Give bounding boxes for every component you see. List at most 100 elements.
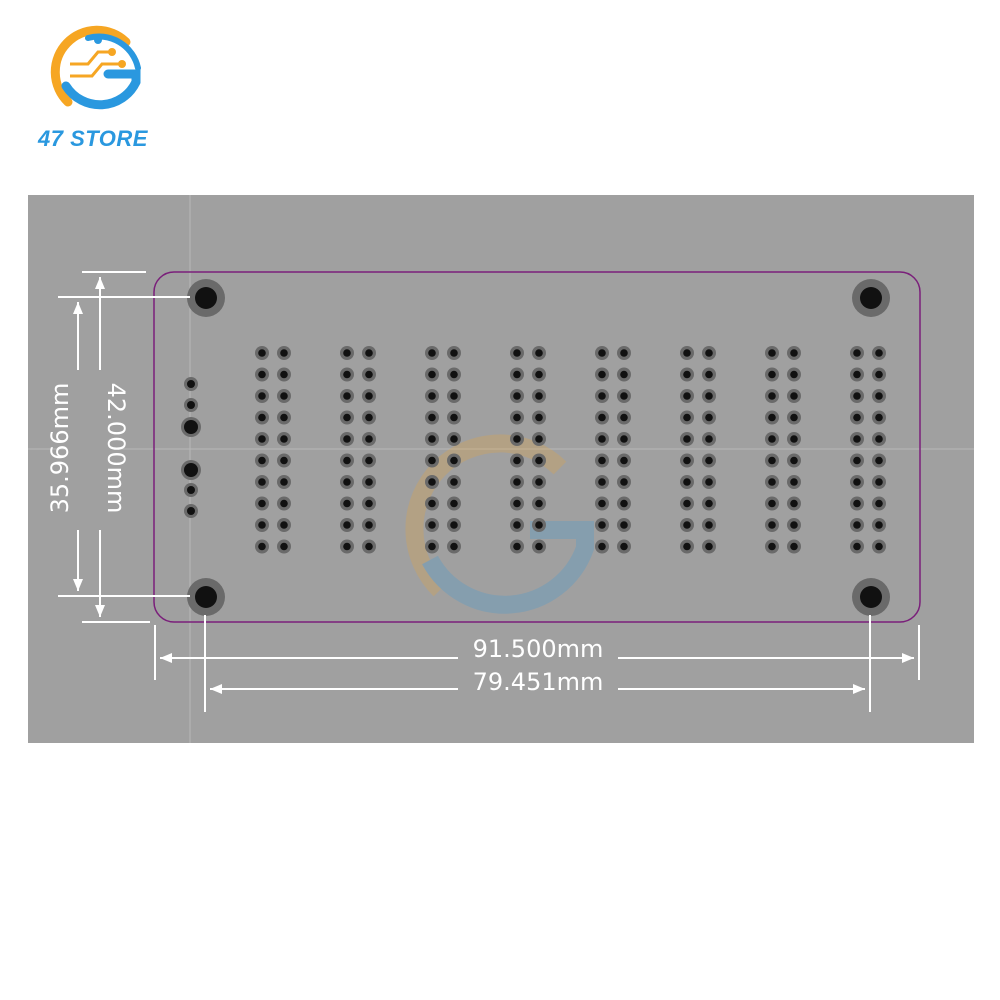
header-pin bbox=[787, 432, 801, 446]
header-pin bbox=[532, 367, 546, 382]
header-pin bbox=[510, 518, 524, 532]
header-pin bbox=[787, 410, 801, 425]
header-pin bbox=[617, 539, 631, 554]
header-pin bbox=[850, 346, 864, 360]
header-pin bbox=[765, 539, 779, 554]
header-pin bbox=[447, 496, 461, 511]
watermark-logo bbox=[405, 434, 594, 614]
header-pin bbox=[680, 389, 694, 403]
header-pin bbox=[595, 453, 609, 468]
header-pin bbox=[702, 367, 716, 382]
mounting-hole-top-right bbox=[852, 279, 890, 317]
header-pin bbox=[787, 475, 801, 489]
header-pin bbox=[510, 475, 524, 489]
side-pin bbox=[181, 417, 201, 437]
header-pin bbox=[532, 389, 546, 403]
side-pin bbox=[184, 483, 198, 497]
header-pin bbox=[425, 389, 439, 403]
header-pin bbox=[702, 432, 716, 446]
header-pin bbox=[872, 389, 886, 403]
header-pin bbox=[532, 539, 546, 554]
header-pin bbox=[765, 432, 779, 446]
header-pin bbox=[617, 475, 631, 489]
header-pin bbox=[277, 539, 291, 554]
header-pin bbox=[447, 475, 461, 489]
header-pin bbox=[850, 518, 864, 532]
header-pin bbox=[447, 367, 461, 382]
header-pin bbox=[617, 346, 631, 360]
header-pin bbox=[277, 410, 291, 425]
header-pin bbox=[850, 410, 864, 425]
header-pin bbox=[702, 346, 716, 360]
dimension-arrows bbox=[73, 277, 914, 694]
header-pin bbox=[595, 410, 609, 425]
header-pin bbox=[872, 410, 886, 425]
header-pin bbox=[765, 389, 779, 403]
header-pin bbox=[595, 496, 609, 511]
header-pin bbox=[765, 518, 779, 532]
header-pin bbox=[362, 518, 376, 532]
header-pin bbox=[277, 367, 291, 382]
header-pin bbox=[595, 539, 609, 554]
header-pin bbox=[447, 539, 461, 554]
header-pin bbox=[765, 346, 779, 360]
header-pin bbox=[872, 475, 886, 489]
header-pin bbox=[447, 410, 461, 425]
side-pin bbox=[184, 504, 198, 518]
header-pin bbox=[255, 453, 269, 468]
header-pin bbox=[850, 539, 864, 554]
header-pin bbox=[532, 475, 546, 489]
header-pin bbox=[362, 453, 376, 468]
header-pin bbox=[872, 496, 886, 511]
header-pin bbox=[277, 496, 291, 511]
header-pin bbox=[510, 453, 524, 468]
header-pin bbox=[595, 475, 609, 489]
hole-spacing-y-label: 35.966mm bbox=[46, 383, 74, 514]
header-pin bbox=[532, 346, 546, 360]
header-pin bbox=[617, 367, 631, 382]
header-pin bbox=[680, 367, 694, 382]
header-pin bbox=[680, 518, 694, 532]
mounting-holes bbox=[187, 279, 890, 616]
side-pin bbox=[181, 460, 201, 480]
header-pin bbox=[617, 453, 631, 468]
header-pin bbox=[850, 496, 864, 511]
header-pin bbox=[680, 496, 694, 511]
header-pin bbox=[340, 432, 354, 446]
header-pin bbox=[617, 389, 631, 403]
header-pin bbox=[765, 475, 779, 489]
header-pin bbox=[532, 432, 546, 446]
header-pin bbox=[850, 453, 864, 468]
header-pin bbox=[362, 346, 376, 360]
header-pin bbox=[447, 518, 461, 532]
header-pin bbox=[277, 475, 291, 489]
board-height-label: 42.000mm bbox=[102, 383, 130, 514]
header-pin bbox=[787, 453, 801, 468]
header-pin bbox=[595, 518, 609, 532]
header-pin bbox=[340, 496, 354, 511]
header-pin bbox=[362, 389, 376, 403]
header-pin bbox=[702, 389, 716, 403]
header-pin bbox=[362, 432, 376, 446]
header-pin bbox=[362, 496, 376, 511]
header-pin bbox=[702, 453, 716, 468]
header-pin bbox=[595, 432, 609, 446]
header-pin bbox=[872, 539, 886, 554]
header-pin bbox=[617, 410, 631, 425]
board-width-label: 91.500mm bbox=[473, 635, 604, 663]
header-pin bbox=[340, 539, 354, 554]
header-pin bbox=[787, 518, 801, 532]
header-pin bbox=[680, 475, 694, 489]
mounting-hole-top-left bbox=[187, 279, 225, 317]
header-pin bbox=[425, 367, 439, 382]
header-pin bbox=[340, 346, 354, 360]
header-pin bbox=[702, 496, 716, 511]
header-pin bbox=[765, 496, 779, 511]
header-pin bbox=[850, 389, 864, 403]
header-pin bbox=[850, 475, 864, 489]
header-pin bbox=[362, 410, 376, 425]
header-pin bbox=[702, 410, 716, 425]
header-pin bbox=[702, 539, 716, 554]
header-pin bbox=[850, 432, 864, 446]
